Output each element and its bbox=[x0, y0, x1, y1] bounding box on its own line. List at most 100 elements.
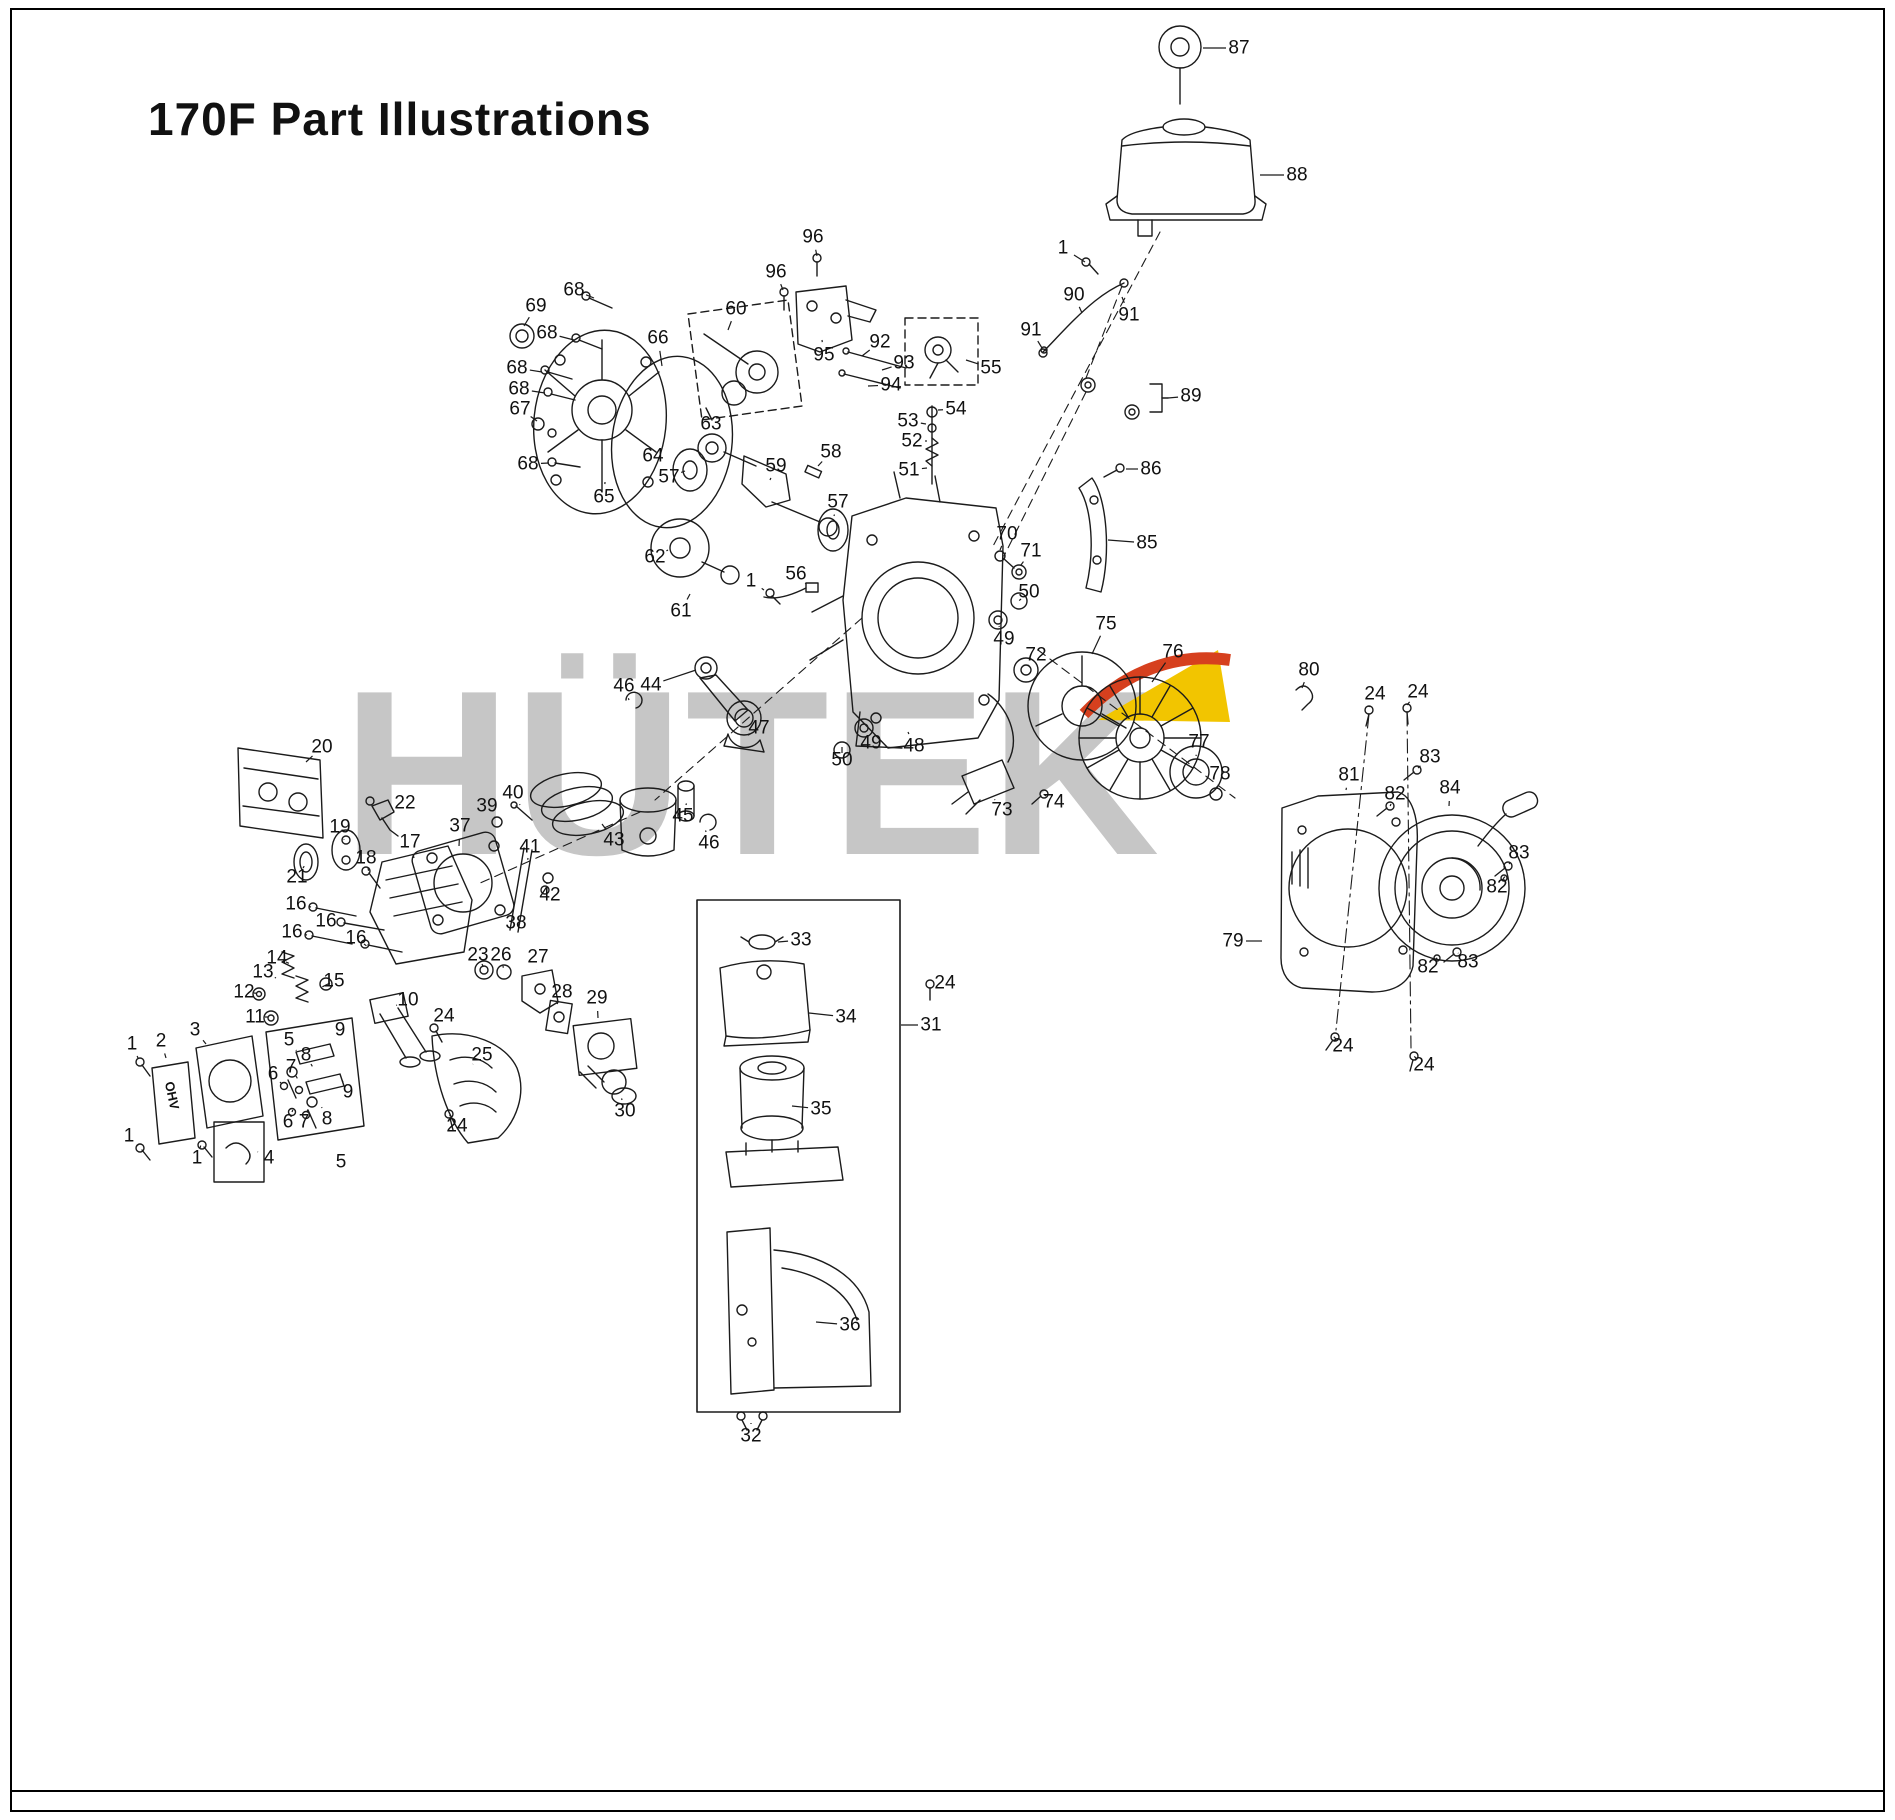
part-label: 16 bbox=[345, 927, 367, 949]
part-label: 72 bbox=[1025, 644, 1047, 666]
part-label: 5 bbox=[335, 1151, 347, 1173]
part-label: 24 bbox=[934, 972, 956, 994]
part-label: 24 bbox=[1407, 681, 1429, 703]
part-label: 68 bbox=[517, 453, 539, 475]
top-screws bbox=[779, 253, 1099, 311]
part-label: 84 bbox=[1439, 777, 1461, 799]
part-label: 56 bbox=[785, 563, 807, 585]
brand-watermark: HÜTEK bbox=[342, 641, 1162, 904]
part-label: 1 bbox=[126, 1033, 138, 1055]
part-label: 88 bbox=[1286, 164, 1308, 186]
part-label: 46 bbox=[613, 675, 635, 697]
part-label: 17 bbox=[399, 831, 421, 853]
part-label: 48 bbox=[903, 735, 925, 757]
part-label: 1 bbox=[745, 570, 757, 592]
cover-screws-right bbox=[1376, 765, 1513, 963]
recoil-starter bbox=[1378, 791, 1539, 962]
part-label: 55 bbox=[980, 357, 1002, 379]
part-label: 44 bbox=[640, 674, 662, 696]
part-label: 96 bbox=[765, 261, 787, 283]
part-label: 53 bbox=[897, 410, 919, 432]
page-title: 170F Part Illustrations bbox=[148, 93, 652, 145]
part-label: 83 bbox=[1419, 746, 1441, 768]
part-label: 26 bbox=[490, 944, 512, 966]
part-label: 15 bbox=[323, 970, 345, 992]
ignition-coil bbox=[951, 657, 1049, 815]
part-label: 10 bbox=[397, 989, 419, 1011]
part-label: 1 bbox=[123, 1125, 135, 1147]
part-label: 38 bbox=[505, 912, 527, 934]
heat-guard bbox=[431, 1033, 522, 1144]
carburetor-group bbox=[474, 960, 638, 1105]
part-label: 31 bbox=[920, 1014, 942, 1036]
part-label: 78 bbox=[1209, 763, 1231, 785]
part-label: 83 bbox=[1508, 842, 1530, 864]
part-label: 27 bbox=[527, 946, 549, 968]
part-label: 37 bbox=[449, 815, 471, 837]
starter-cup bbox=[1027, 651, 1137, 761]
part-label: 33 bbox=[790, 929, 812, 951]
part-label: 23 bbox=[467, 944, 489, 966]
part-label: 75 bbox=[1095, 613, 1117, 635]
stop-switch-wire bbox=[763, 582, 819, 605]
part-label: 91 bbox=[1118, 304, 1140, 326]
part-label: 24 bbox=[446, 1115, 468, 1137]
balancer bbox=[650, 518, 740, 585]
part-label: 96 bbox=[802, 226, 824, 248]
part-label: 1 bbox=[191, 1147, 203, 1169]
part-label: 25 bbox=[471, 1044, 493, 1066]
piston bbox=[619, 691, 717, 857]
part-label: 1 bbox=[1057, 237, 1069, 259]
cylinder-head bbox=[369, 845, 473, 965]
part-label: 4 bbox=[263, 1147, 275, 1169]
part-label: 20 bbox=[311, 736, 333, 758]
part-label: 83 bbox=[1457, 951, 1479, 973]
part-label: 16 bbox=[315, 910, 337, 932]
part-label: 35 bbox=[810, 1098, 832, 1120]
part-label: 82 bbox=[1486, 876, 1508, 898]
part-label: 50 bbox=[1018, 581, 1040, 603]
part-label: 46 bbox=[698, 832, 720, 854]
drain-plugs bbox=[833, 550, 1028, 759]
part-label: 45 bbox=[672, 805, 694, 827]
flange-bolts bbox=[429, 703, 1419, 1131]
fuel-tank bbox=[1105, 118, 1267, 237]
part-label: 74 bbox=[1043, 791, 1065, 813]
governor-levers bbox=[838, 347, 907, 389]
part-label: 36 bbox=[839, 1314, 861, 1336]
part-label: 86 bbox=[1140, 458, 1162, 480]
crankcase-cover bbox=[532, 329, 668, 515]
fuel-line bbox=[1038, 278, 1129, 358]
part-label: 8 bbox=[300, 1044, 312, 1066]
part-label: 43 bbox=[603, 829, 625, 851]
part-label: 12 bbox=[233, 981, 255, 1003]
part-label: 82 bbox=[1417, 956, 1439, 978]
part-label: 19 bbox=[329, 816, 351, 838]
part-label: 66 bbox=[647, 327, 669, 349]
part-label: 5 bbox=[283, 1029, 295, 1051]
part-label: 57 bbox=[658, 466, 680, 488]
part-label: 68 bbox=[506, 357, 528, 379]
part-label: 39 bbox=[476, 795, 498, 817]
part-label: 6 bbox=[282, 1111, 294, 1133]
part-label: 67 bbox=[509, 398, 531, 420]
part-label: 32 bbox=[740, 1425, 762, 1447]
camshaft-assembly bbox=[687, 299, 803, 421]
part-label: 42 bbox=[539, 884, 561, 906]
part-label: 62 bbox=[644, 546, 666, 568]
fuel-cap bbox=[1158, 25, 1202, 105]
part-label: 51 bbox=[898, 459, 920, 481]
part-label: 85 bbox=[1136, 532, 1158, 554]
part-label: 57 bbox=[827, 491, 849, 513]
part-label: 2 bbox=[155, 1030, 167, 1052]
piston-rings bbox=[529, 771, 625, 837]
part-label: 77 bbox=[1188, 731, 1210, 753]
control-bracket bbox=[795, 285, 877, 353]
part-label: 49 bbox=[860, 732, 882, 754]
part-label: 7 bbox=[298, 1111, 310, 1133]
part-label: 54 bbox=[945, 398, 967, 420]
part-label: 95 bbox=[813, 344, 835, 366]
part-label: 30 bbox=[614, 1100, 636, 1122]
